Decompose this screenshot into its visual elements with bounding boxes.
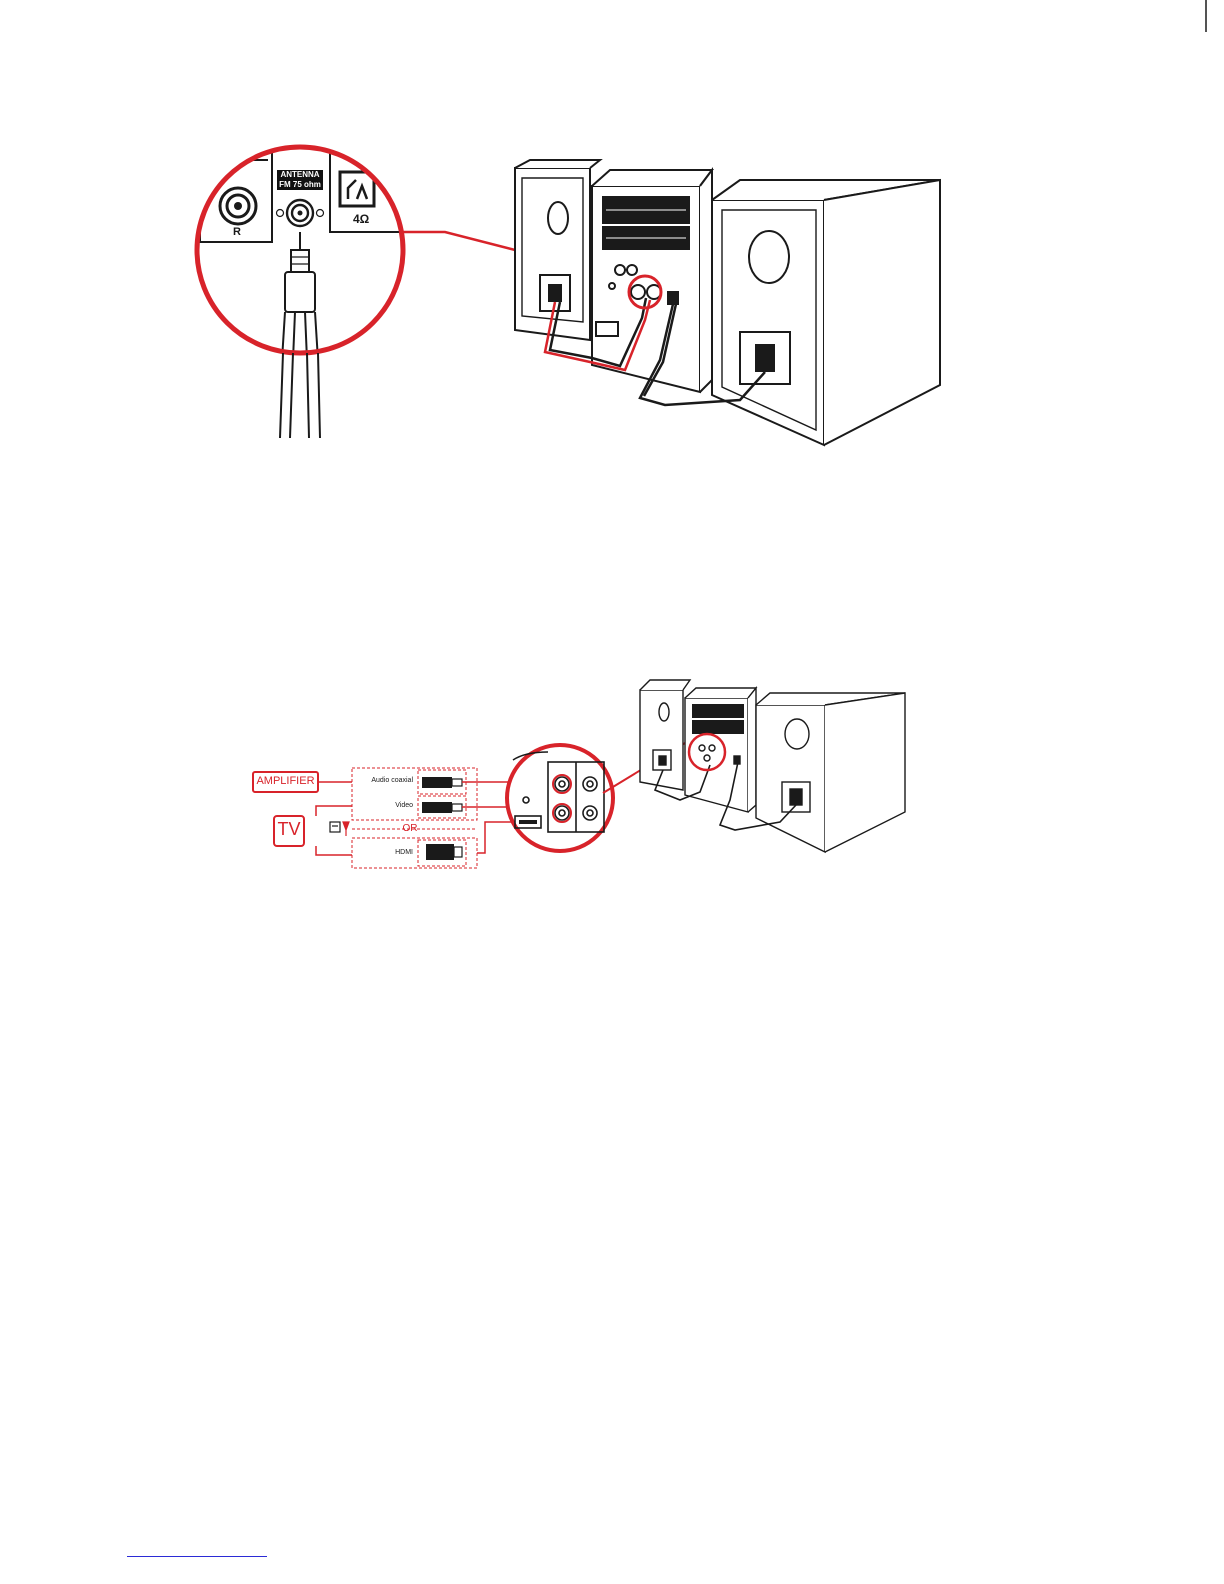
tv-label: TV <box>274 819 304 840</box>
amplifier-label: AMPLIFIER <box>253 775 318 787</box>
cable-video-plug <box>422 802 462 813</box>
cable-hdmi-plug <box>426 844 462 860</box>
antenna-symbol-icon <box>343 822 349 836</box>
cable-hdmi-label: HDMI <box>353 849 413 856</box>
footer-rule <box>127 1556 267 1557</box>
micro-system-rear-view-small <box>640 680 905 852</box>
cable-video-label: Video <box>353 802 413 809</box>
cable-audio-coaxial-plug <box>422 777 462 788</box>
tv-scart-icon <box>330 822 340 832</box>
cable-audio-coaxial-label: Audio coaxial <box>353 777 413 784</box>
rear-connector-zoom-detail <box>507 745 613 851</box>
or-label: OR <box>395 823 425 834</box>
